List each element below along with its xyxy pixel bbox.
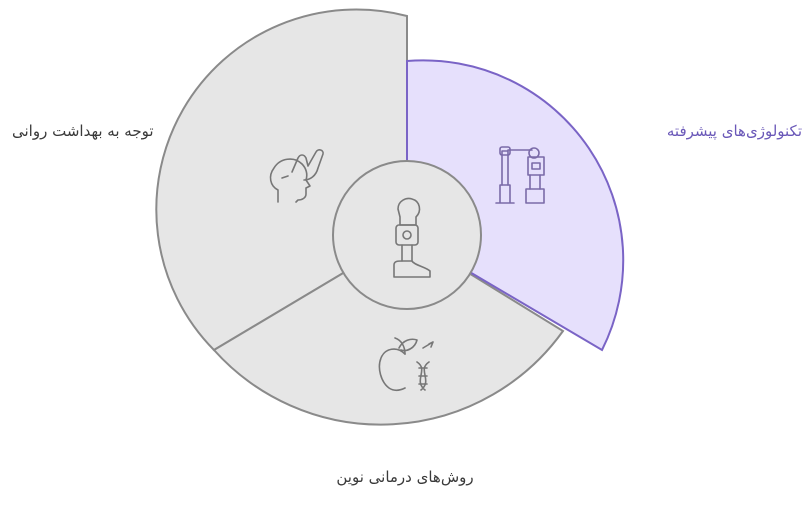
center-circle <box>332 160 482 310</box>
segment-advanced-tech <box>406 59 625 352</box>
apple-dna-icon <box>378 337 434 392</box>
label-mental-health: توجه به بهداشت روانی <box>12 122 154 140</box>
head-hand-icon <box>269 149 324 203</box>
robot-arm-icon <box>495 146 545 204</box>
prosthetic-leg-icon <box>393 197 431 278</box>
label-new-treatments: روش‌های درمانی نوین <box>336 468 474 486</box>
segment-new-treatments <box>212 233 565 426</box>
label-advanced-tech: تکنولوژی‌های پیشرفته <box>666 122 802 140</box>
